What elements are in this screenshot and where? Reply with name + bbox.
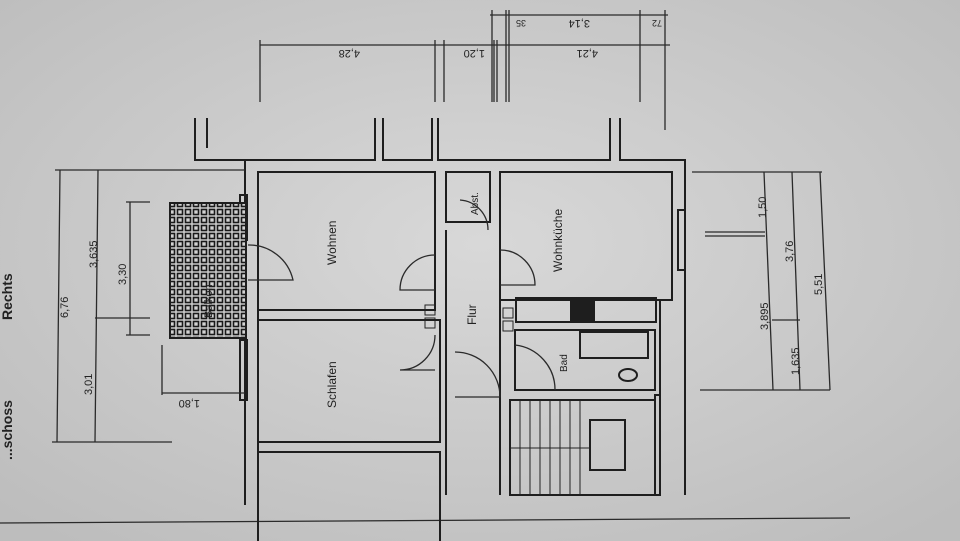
dim-top-upper: 3,14	[569, 17, 590, 29]
label-bad: Bad	[559, 354, 570, 372]
dim-left-total: 6,76	[59, 297, 71, 318]
page-baseline	[0, 517, 851, 524]
dim-right-total: 5,51	[813, 274, 825, 295]
window-kueche	[677, 209, 686, 271]
label-wohnkueche: Wohnküche	[551, 209, 565, 272]
toilet	[618, 368, 638, 382]
dim-top-left: 4,28	[339, 47, 360, 59]
door-entry	[454, 351, 501, 398]
door-bad	[514, 344, 556, 391]
room-wohnen	[257, 171, 436, 311]
room-walls	[239, 171, 686, 541]
dim-balkon-length: 3,30	[117, 264, 129, 285]
label-balkon: Balkon	[203, 284, 215, 318]
room-bad	[514, 329, 656, 391]
dim-right-c: 3,76	[784, 241, 796, 262]
room-abst	[445, 171, 491, 223]
balkon-grid	[169, 202, 247, 339]
stove	[570, 298, 595, 322]
door-flur-left	[399, 254, 436, 291]
door-abst	[459, 199, 489, 231]
partial-title: ...schoss	[0, 400, 15, 460]
door-wohnen	[247, 244, 294, 281]
right-dimensions	[692, 171, 831, 391]
side-label: Rechts	[0, 273, 15, 320]
door-kueche	[499, 249, 536, 286]
door-schlafen	[399, 334, 436, 371]
dim-top-right: 4,21	[577, 47, 598, 59]
dim-left-upper: 3,635	[88, 240, 100, 268]
room-lower-left	[257, 451, 441, 541]
dim-top-mid: 1,20	[464, 47, 485, 59]
staircase	[509, 399, 656, 496]
label-schlafen: Schlafen	[325, 361, 339, 408]
dim-top-small-a: 35	[516, 18, 526, 28]
dim-right-a: 1,50	[757, 197, 769, 218]
dim-balkon-depth: 1,80	[179, 397, 200, 409]
dim-left-lower: 3,01	[83, 374, 95, 395]
label-abst: Abst.	[470, 192, 481, 215]
dim-right-d: 1,635	[790, 347, 802, 375]
label-flur: Flur	[465, 304, 479, 325]
dim-top-small-b: 72	[652, 18, 662, 28]
dim-right-b: 3,895	[759, 302, 771, 330]
left-dimensions	[52, 169, 245, 443]
bathtub	[579, 331, 649, 359]
top-dimensions	[259, 10, 670, 130]
window-schlafen	[239, 339, 248, 401]
room-schlafen	[257, 319, 441, 443]
label-wohnen: Wohnen	[325, 221, 339, 265]
